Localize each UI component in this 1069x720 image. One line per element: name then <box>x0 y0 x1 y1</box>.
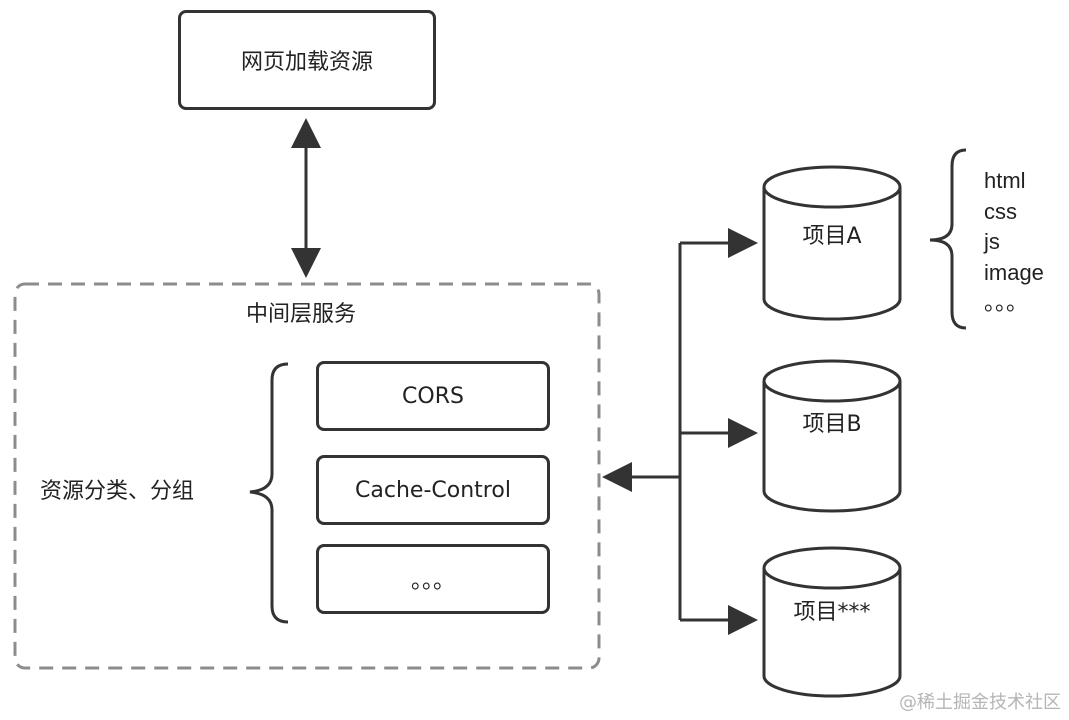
cors-box: CORS <box>316 361 550 431</box>
more-items-label: 。。。 <box>410 569 455 594</box>
project-b-cylinder <box>762 359 902 513</box>
cors-label: CORS <box>402 383 464 409</box>
resource-type-item: image <box>984 259 1044 285</box>
resource-grouping-label: 资源分类、分组 <box>40 479 195 504</box>
project-more-label: 项目*** <box>793 600 871 625</box>
watermark: @稀土掘金技术社区 <box>899 692 1061 713</box>
page-load-resources-box: 网页加载资源 <box>178 10 436 110</box>
middle-service-title: 中间层服务 <box>246 302 357 327</box>
items-grouping-brace <box>249 362 289 624</box>
project-more-cylinder <box>762 546 902 698</box>
resource-type-item: 。。。 <box>984 290 1029 315</box>
project-a-cylinder <box>762 165 902 321</box>
project-b-label: 项目B <box>802 412 862 437</box>
cache-control-box: Cache-Control <box>316 455 550 525</box>
resource-type-item: css <box>984 198 1017 224</box>
resource-types-list: html css js image 。。。 <box>984 166 1044 319</box>
more-items-box: 。。。 <box>316 544 550 614</box>
page-load-resources-label: 网页加载资源 <box>240 50 373 75</box>
resource-type-item: js <box>984 229 1000 254</box>
resource-types-brace <box>929 148 967 330</box>
resource-type-item: html <box>984 168 1026 193</box>
cache-control-label: Cache-Control <box>355 477 511 503</box>
middle-service-container <box>13 282 601 670</box>
project-a-label: 项目A <box>802 224 862 249</box>
